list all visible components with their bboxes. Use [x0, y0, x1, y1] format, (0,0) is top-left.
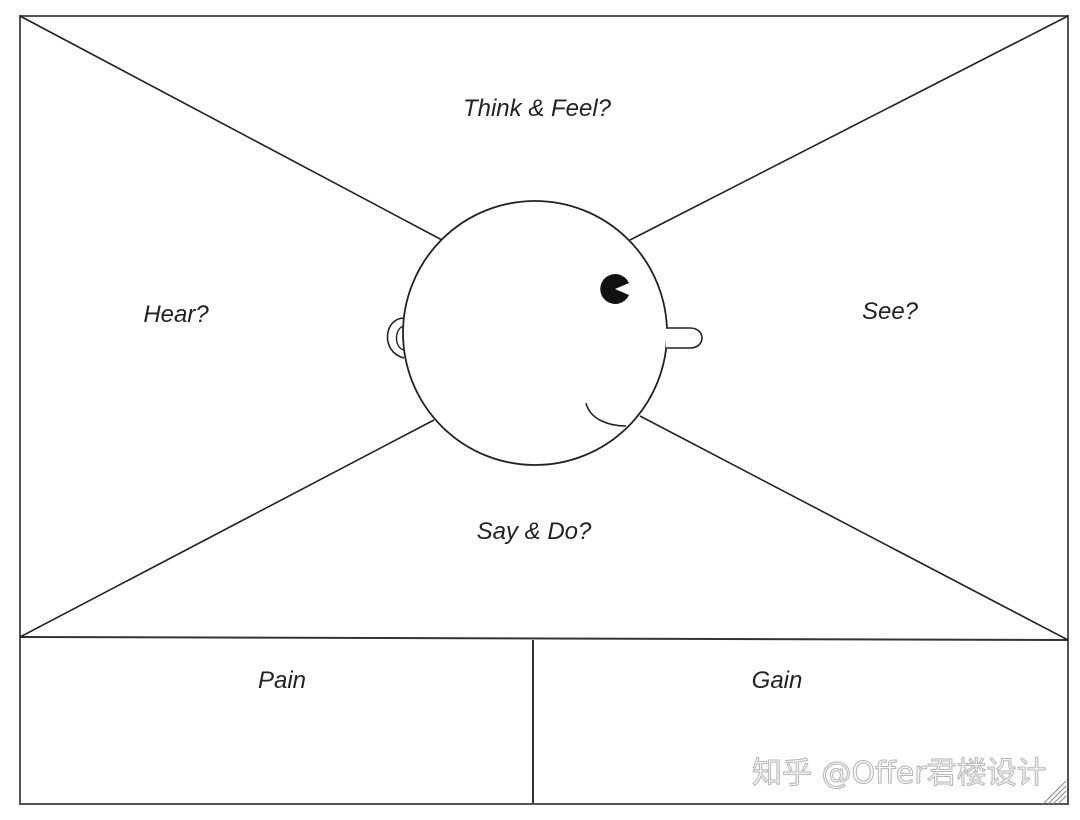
label-think-feel: Think & Feel? — [462, 95, 612, 122]
diagonal-bottom-right — [639, 415, 1069, 641]
mouth-smile — [585, 402, 627, 427]
head-circle — [402, 200, 668, 466]
nose-shape — [666, 327, 703, 349]
resize-grip-icon — [1042, 780, 1067, 805]
label-gain: Gain — [751, 667, 803, 694]
watermark-text: 知乎 @Offer君楼设计 — [752, 756, 1048, 792]
ear-shape — [386, 317, 405, 359]
label-say-do: Say & Do? — [476, 518, 592, 545]
bottom-divider — [19, 636, 1069, 641]
ear-inner — [395, 325, 405, 351]
label-hear: Hear? — [143, 301, 209, 328]
label-pain: Pain — [257, 667, 307, 694]
diagonal-top-right — [629, 15, 1069, 241]
diagonal-top-left — [19, 15, 443, 241]
label-see: See? — [861, 298, 919, 325]
eye-shape — [600, 274, 629, 304]
diagonal-bottom-left — [19, 419, 435, 638]
